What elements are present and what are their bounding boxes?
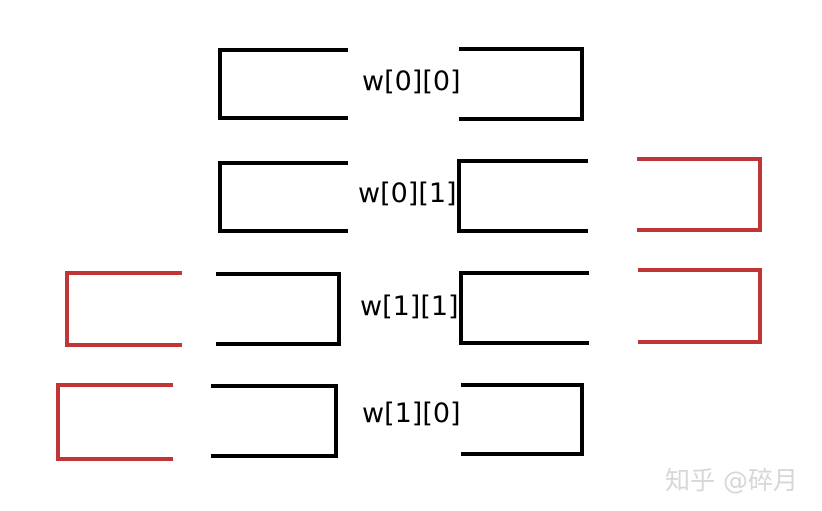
row1-shape-1 <box>218 48 348 120</box>
row3-shape-3 <box>459 271 589 345</box>
row4-shape-1 <box>56 383 173 461</box>
row4-shape-2 <box>211 384 338 458</box>
row2-shape-1 <box>218 161 348 233</box>
row-label-1: w[0][0] <box>362 66 461 97</box>
row3-shape-2 <box>216 272 341 346</box>
row-label-2: w[0][1] <box>358 178 457 209</box>
watermark: 知乎 @碎月 <box>665 466 798 495</box>
row4-shape-3 <box>461 383 584 456</box>
row3-shape-4 <box>638 268 762 344</box>
row3-shape-1 <box>65 271 182 347</box>
row-label-3: w[1][1] <box>360 291 459 322</box>
row-label-4: w[1][0] <box>362 398 461 429</box>
row1-shape-2 <box>459 47 584 121</box>
row2-shape-3 <box>637 157 762 232</box>
row2-shape-2 <box>457 159 588 233</box>
